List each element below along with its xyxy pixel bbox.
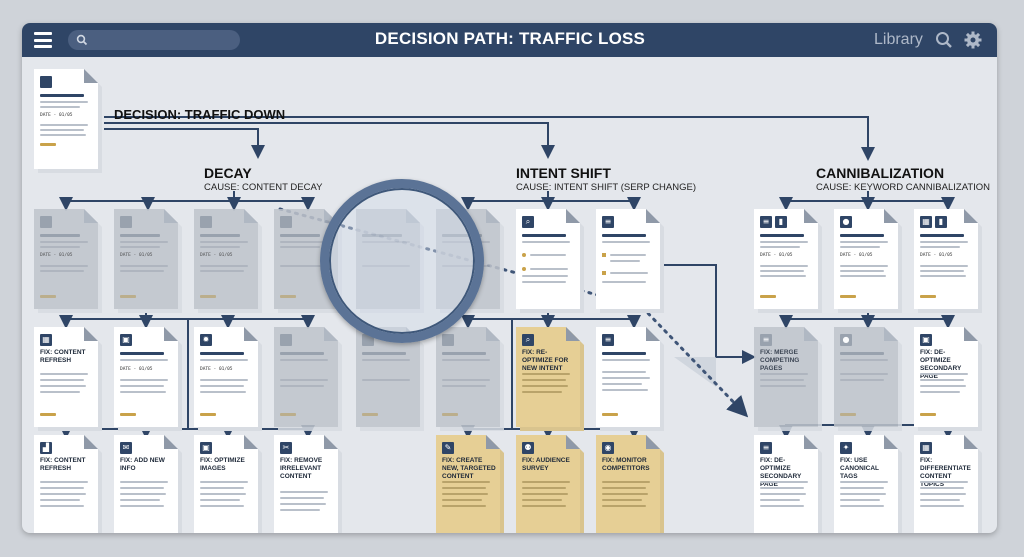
eye-icon: ◉ — [602, 442, 614, 454]
scissors-icon: ✂ — [280, 442, 292, 454]
intent-signal-card[interactable]: ≡ — [596, 209, 664, 313]
image-icon: ▣ — [120, 334, 132, 346]
fix-card-merge-pages[interactable]: ≡FIX: MERGE COMPETING PAGES — [754, 327, 822, 431]
fix-card-differentiate-topics[interactable]: ▦FIX: DIFFERENTIATE CONTENT TOPICS — [914, 435, 982, 533]
bookmark-icon: ▮ — [775, 216, 787, 228]
list-icon: ≡ — [760, 334, 772, 346]
intent-detail-card[interactable]: ≡ — [596, 327, 664, 431]
mail-icon: ✉ — [120, 442, 132, 454]
fix-card-audience-survey[interactable]: ⚉FIX: AUDIENCE SURVEY — [516, 435, 584, 533]
user-icon: ● — [840, 216, 852, 228]
list-icon: ≡ — [602, 334, 614, 346]
intent-signal-card[interactable]: ⌕ — [516, 209, 584, 313]
branch-cause-intent-shift: CAUSE: INTENT SHIFT (SERP CHANGE) — [516, 182, 696, 193]
wand-icon: ✎ — [442, 442, 454, 454]
decay-signal-card[interactable]: DATE - 01/05 — [194, 209, 262, 313]
fix-card-re-optimize[interactable]: ⌕FIX: RE-OPTIMIZE FOR NEW INTENT — [516, 327, 584, 431]
decay-signal-card[interactable]: DATE - 01/05 — [114, 209, 182, 313]
root-decision-label: DECISION: TRAFFIC DOWN — [114, 107, 286, 122]
image-icon: ▣ — [920, 334, 932, 346]
cannibalization-signal-card[interactable]: ▦▮DATE - 01/05 — [914, 209, 982, 313]
list-icon: ≡ — [602, 216, 614, 228]
document-icon — [280, 216, 292, 228]
list-icon: ≡ — [760, 216, 772, 228]
branch-cause-cannibalization: CAUSE: KEYWORD CANNIBALIZATION — [816, 182, 991, 193]
decay-detail-card[interactable] — [356, 327, 424, 431]
search-icon: ⌕ — [522, 216, 534, 228]
decision-diagram: DECISION: TRAFFIC DOWN DECAY CAUSE: CONT… — [22, 57, 997, 533]
fix-card-de-optimize[interactable]: ▣FIX: DE-OPTIMIZE SECONDARY PAGE — [914, 327, 982, 431]
branch-title-intent-shift: INTENT SHIFT — [516, 165, 611, 181]
root-decision-card[interactable]: DATE - 01/05 — [34, 69, 102, 173]
search-icon[interactable] — [935, 31, 953, 49]
grid-icon: ▦ — [920, 442, 932, 454]
branch-cause-decay: CAUSE: CONTENT DECAY — [204, 182, 323, 193]
document-icon — [40, 76, 52, 88]
chart-icon: ▟ — [40, 442, 52, 454]
lightbulb-icon: ✦ — [840, 442, 852, 454]
bookmark-icon: ▮ — [935, 216, 947, 228]
fix-card-create-new-content[interactable]: ✎FIX: CREATE NEW, TARGETED CONTENT — [436, 435, 504, 533]
page-title: DECISION PATH: TRAFFIC LOSS — [374, 29, 646, 48]
grid-icon: ▦ — [40, 334, 52, 346]
fix-card-canonical-tags[interactable]: ✦FIX: USE CANONICAL TAGS — [834, 435, 902, 533]
decay-detail-card[interactable]: ▣DATE - 01/05 — [114, 327, 182, 431]
document-icon — [280, 334, 292, 346]
app-window: DECISION PATH: TRAFFIC LOSS Library — [22, 23, 997, 533]
fix-card-monitor-competitors[interactable]: ◉FIX: MONITOR COMPETITORS — [596, 435, 664, 533]
users-icon: ⚉ — [522, 442, 534, 454]
grid-icon: ▦ — [920, 216, 932, 228]
document-icon — [40, 216, 52, 228]
list-icon: ≡ — [760, 442, 772, 454]
fix-card-content-refresh[interactable]: ▟FIX: CONTENT REFRESH — [34, 435, 102, 533]
search-icon: ⌕ — [522, 334, 534, 346]
fix-card-content-refresh[interactable]: ▦FIX: CONTENT REFRESH — [34, 327, 102, 431]
fix-card-de-optimize-secondary[interactable]: ≡FIX: DE-OPTIMIZE SECONDARY PAGE — [754, 435, 822, 533]
intent-detail-card[interactable] — [436, 327, 504, 431]
magnifying-glass-icon[interactable] — [320, 179, 484, 343]
cannibalization-detail-card[interactable]: ● — [834, 327, 902, 431]
branch-title-cannibalization: CANNIBALIZATION — [816, 165, 945, 181]
user-icon: ● — [840, 334, 852, 346]
search-icon — [76, 34, 88, 46]
decay-signal-card[interactable]: DATE - 01/05 — [34, 209, 102, 313]
chart-icon — [120, 216, 132, 228]
image-icon — [442, 334, 454, 346]
image-icon: ▣ — [200, 442, 212, 454]
decay-detail-card[interactable] — [274, 327, 342, 431]
fix-card-add-new-info[interactable]: ✉FIX: ADD NEW INFO — [114, 435, 182, 533]
library-link[interactable]: Library — [874, 31, 923, 48]
decay-detail-card[interactable]: ✹DATE - 01/05 — [194, 327, 262, 431]
gear-icon[interactable] — [964, 31, 982, 49]
fix-card-remove-irrelevant[interactable]: ✂FIX: REMOVE IRRELEVANT CONTENT — [274, 435, 342, 533]
cannibalization-signal-card[interactable]: ≡▮DATE - 01/05 — [754, 209, 822, 313]
cannibalization-signal-card[interactable]: ●DATE - 01/05 — [834, 209, 902, 313]
gear-icon: ✹ — [200, 334, 212, 346]
search-input[interactable] — [68, 30, 240, 50]
hamburger-menu-icon[interactable] — [34, 32, 52, 48]
title-bar: DECISION PATH: TRAFFIC LOSS Library — [22, 23, 997, 57]
image-icon — [200, 216, 212, 228]
fix-card-optimize-images[interactable]: ▣FIX: OPTIMIZE IMAGES — [194, 435, 262, 533]
branch-title-decay: DECAY — [204, 165, 252, 181]
